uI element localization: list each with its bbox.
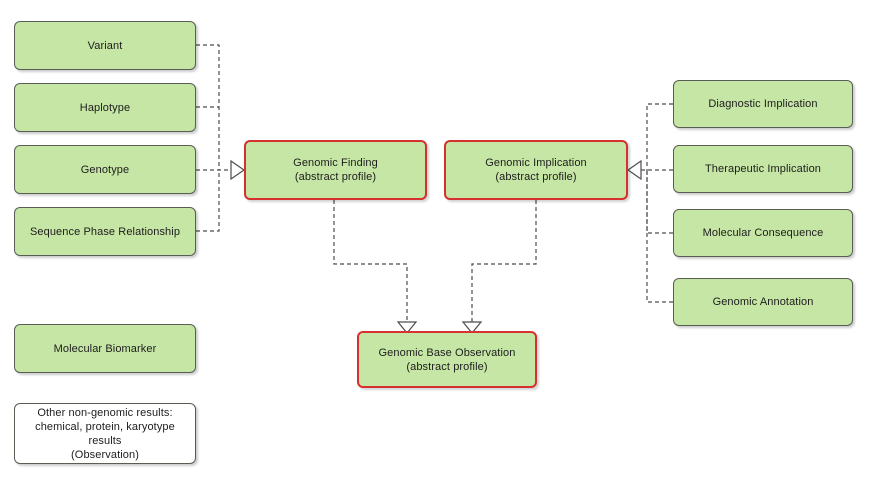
node-genomic-base-observation-label: Genomic Base Observation (abstract profi… [378,346,516,373]
node-genotype-label: Genotype [80,163,130,176]
node-other-non-genomic-results-label: Other non-genomic results: chemical, pro… [35,406,175,461]
node-molecular-consequence[interactable]: Molecular Consequence [673,209,853,257]
generalization-arrowhead-genomic-implication [626,159,642,181]
node-genomic-annotation[interactable]: Genomic Annotation [673,278,853,326]
edge-molecular-consequence-to-genomic-implication [646,170,673,234]
edge-genomic-implication-to-genomic-base-observation [471,200,537,322]
node-genomic-annotation-label: Genomic Annotation [712,296,814,308]
node-molecular-biomarker-label: Molecular Biomarker [53,342,157,355]
node-variant[interactable]: Variant [14,21,196,70]
node-other-non-genomic-results[interactable]: Other non-genomic results: chemical, pro… [14,403,196,464]
generalization-arrowhead-genomic-finding [230,159,246,181]
node-genomic-implication-label: Genomic Implication (abstract profile) [485,157,587,183]
node-genomic-base-observation[interactable]: Genomic Base Observation (abstract profi… [357,331,537,388]
node-genomic-finding[interactable]: Genomic Finding (abstract profile) [244,140,427,200]
edge-genomic-finding-to-genomic-base-observation [333,200,408,322]
node-genomic-finding-label: Genomic Finding (abstract profile) [293,157,378,183]
node-therapeutic-implication[interactable]: Therapeutic Implication [673,145,853,193]
node-sequence-phase-relationship[interactable]: Sequence Phase Relationship [14,207,196,256]
edge-diagnostic-implication-to-genomic-implication [646,103,673,170]
node-sequence-phase-relationship-label: Sequence Phase Relationship [29,225,181,238]
node-genomic-implication[interactable]: Genomic Implication (abstract profile) [444,140,628,200]
node-haplotype[interactable]: Haplotype [14,83,196,132]
edge-genomic-annotation-to-genomic-implication [646,170,673,303]
node-haplotype-label: Haplotype [79,101,131,114]
node-genotype[interactable]: Genotype [14,145,196,194]
node-therapeutic-implication-label: Therapeutic Implication [704,163,822,175]
node-molecular-biomarker[interactable]: Molecular Biomarker [14,324,196,373]
node-molecular-consequence-label: Molecular Consequence [702,227,824,239]
node-variant-label: Variant [87,39,123,52]
edge-sequence-phase-relationship-to-genomic-finding [196,170,220,232]
node-diagnostic-implication[interactable]: Diagnostic Implication [673,80,853,128]
node-diagnostic-implication-label: Diagnostic Implication [708,98,818,110]
edge-variant-to-genomic-finding [196,44,220,170]
